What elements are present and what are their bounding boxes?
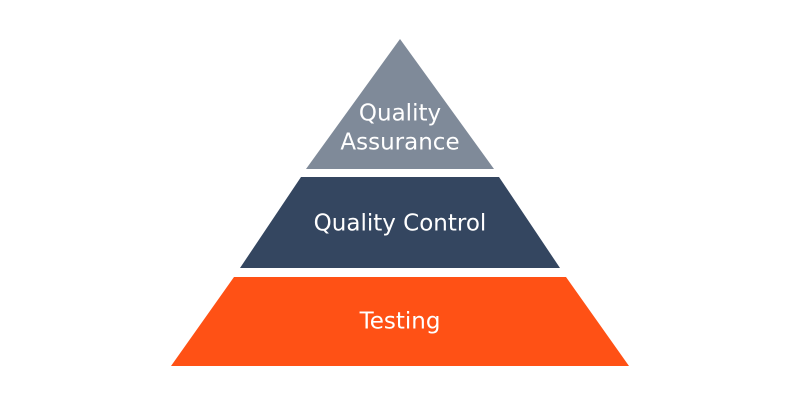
tier-bottom-label: Testing [359,309,441,335]
pyramid-tier-middle: Quality Control [240,177,560,268]
tier-middle-shape [240,177,560,268]
tier-top-label-line-1: Quality [359,101,441,127]
tier-middle-label: Quality Control [314,211,487,237]
tier-bottom-shape [171,277,629,366]
pyramid-tier-bottom: Testing [171,277,629,366]
tier-top-shape [306,39,494,169]
tier-top-label-line-2: Assurance [340,130,459,156]
pyramid-tier-top: Quality Assurance [306,39,494,169]
